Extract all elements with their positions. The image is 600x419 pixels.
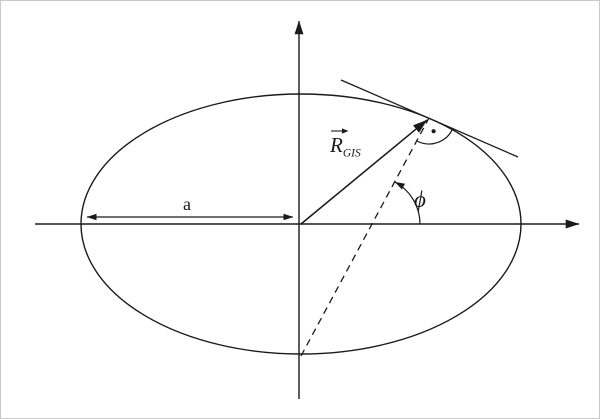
- radius-vector: [300, 119, 428, 225]
- normal-dashed-line: [300, 117, 430, 357]
- ellipse: [80, 93, 522, 355]
- semi-major-axis-label: a: [183, 194, 191, 214]
- axes: [35, 20, 580, 399]
- svg-text:RGIS: RGIS: [329, 133, 361, 160]
- phi-label: ϕ: [414, 187, 426, 212]
- radius-vector-label-subscript: GIS: [343, 148, 361, 160]
- tangent-line: [340, 79, 519, 158]
- vector-hat-arrow-icon: [342, 128, 349, 134]
- right-angle-dot: [431, 129, 436, 134]
- right-angle-mark: [416, 127, 454, 145]
- right-angle-arc: [416, 127, 454, 145]
- radius-vector-label: RGIS: [329, 128, 361, 160]
- phi-angle-arc: [394, 181, 421, 225]
- radius-vector-label-main: R: [329, 133, 343, 157]
